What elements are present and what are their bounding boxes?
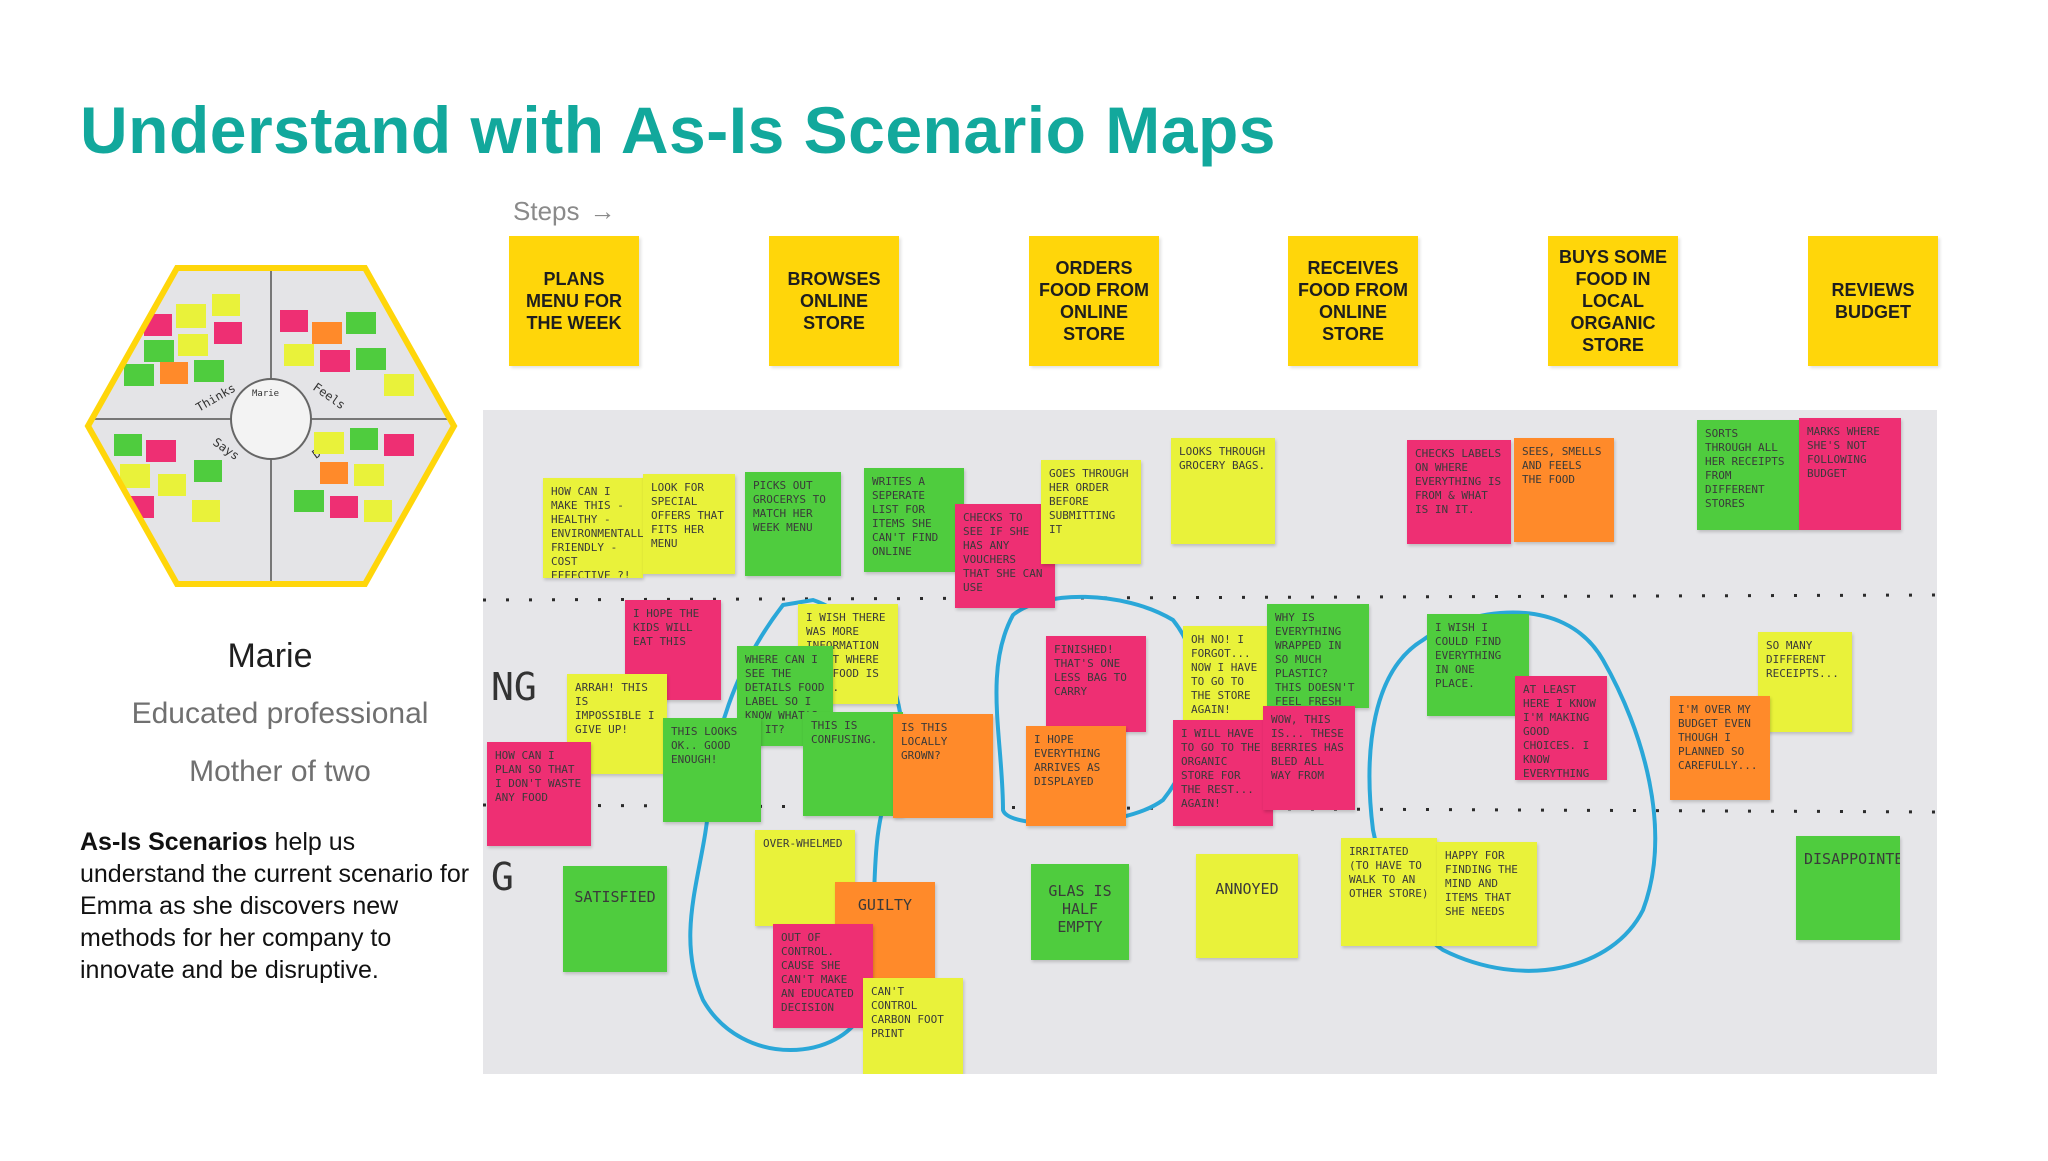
description-text: As-Is Scenarios help us understand the c… — [80, 826, 480, 986]
sticky-note: Checks labels on where everything is fro… — [1407, 440, 1511, 544]
sticky-note: Satisfied — [563, 866, 667, 972]
step-card-buys-local-organic: BUYS SOME FOOD IN LOCAL ORGANIC STORE — [1548, 236, 1678, 366]
persona-occupation: Educated professional — [131, 697, 429, 730]
description-rest: help us understand the current scenario … — [80, 828, 470, 984]
step-card-orders-food: ORDERS FOOD FROM ONLINE STORE — [1029, 236, 1159, 366]
sticky-note: Wow, this is... these berries has bled a… — [1263, 706, 1355, 810]
sticky-note: Out of control. Cause she can't make an … — [773, 924, 873, 1028]
sticky-note: Disappointed — [1796, 836, 1900, 940]
sticky-note: This looks OK.. good enough! — [663, 718, 761, 822]
sticky-note: Sorts through all her receipts from diff… — [1697, 420, 1799, 530]
sticky-note: Annoyed — [1196, 854, 1298, 958]
sticky-note: Look for special offers that fits her me… — [643, 474, 735, 574]
sticky-note: Happy for finding the mind and items tha… — [1437, 842, 1537, 946]
sticky-note: Glas is half empty — [1031, 864, 1129, 960]
steps-label-text: Steps — [513, 196, 580, 226]
sticky-note: Sees, smells and feels the food — [1514, 438, 1614, 542]
sticky-note: Looks through grocery bags. — [1171, 438, 1275, 544]
sticky-note: Is this locally grown? — [893, 714, 993, 818]
sticky-note: How can I make this - healthy - environm… — [543, 478, 643, 578]
sticky-note: I will have to go to the organic store f… — [1173, 720, 1273, 826]
persona-name: Marie — [227, 637, 313, 675]
sticky-note: I hope everything arrives as displayed — [1026, 726, 1126, 826]
sticky-note: Writes a seperate list for items she can… — [864, 468, 964, 572]
step-card-browses-online-store: BROWSES ONLINE STORE — [769, 236, 899, 366]
persona-empathy-map-image: Marie Thinks Feels Says Does — [84, 265, 458, 587]
page-title: Understand with As-Is Scenario Maps — [80, 93, 1276, 167]
row-marker-g: G — [491, 855, 514, 899]
sticky-note: At least here I know I'm making good cho… — [1515, 676, 1607, 780]
step-card-receives-food: RECEIVES FOOD FROM ONLINE STORE — [1288, 236, 1418, 366]
empathy-map-persona-label: Marie — [252, 389, 279, 399]
row-marker-ng: NG — [491, 665, 537, 709]
sticky-note: Marks where she's not following budget — [1799, 418, 1901, 530]
scenario-map-board: NG G How can I make this - healthy - env… — [483, 410, 1937, 1074]
sticky-note: I'm over my budget even though I planned… — [1670, 696, 1770, 800]
description-bold: As-Is Scenarios — [80, 828, 268, 856]
arrow-right-icon: → — [589, 196, 616, 226]
sticky-note: Can't control carbon foot print — [863, 978, 963, 1074]
sticky-note: Finished! That's one less bag to carry — [1046, 636, 1146, 732]
sticky-note: Picks out grocerys to match her week men… — [745, 472, 841, 576]
sticky-note: So many different receipts... — [1758, 632, 1852, 732]
persona-family: Mother of two — [189, 755, 371, 788]
sticky-note: Irritated (to have to walk to an other s… — [1341, 838, 1437, 946]
sticky-note: I wish I could find everything in one pl… — [1427, 614, 1529, 716]
step-card-plans-menu: PLANS MENU FOR THE WEEK — [509, 236, 639, 366]
sticky-note: Checks to see if she has any vouchers th… — [955, 504, 1055, 608]
sticky-note: Why is everything wrapped in so much pla… — [1267, 604, 1369, 708]
sticky-note: Oh no! I forgot... Now I have to go to t… — [1183, 626, 1277, 726]
sticky-note: How can I plan so that I don't waste any… — [487, 742, 591, 846]
sticky-note: This is confusing. — [803, 712, 903, 816]
step-card-reviews-budget: REVIEWS BUDGET — [1808, 236, 1938, 366]
steps-label: Steps → — [513, 196, 616, 227]
sticky-note: Goes through her order before submitting… — [1041, 460, 1141, 564]
